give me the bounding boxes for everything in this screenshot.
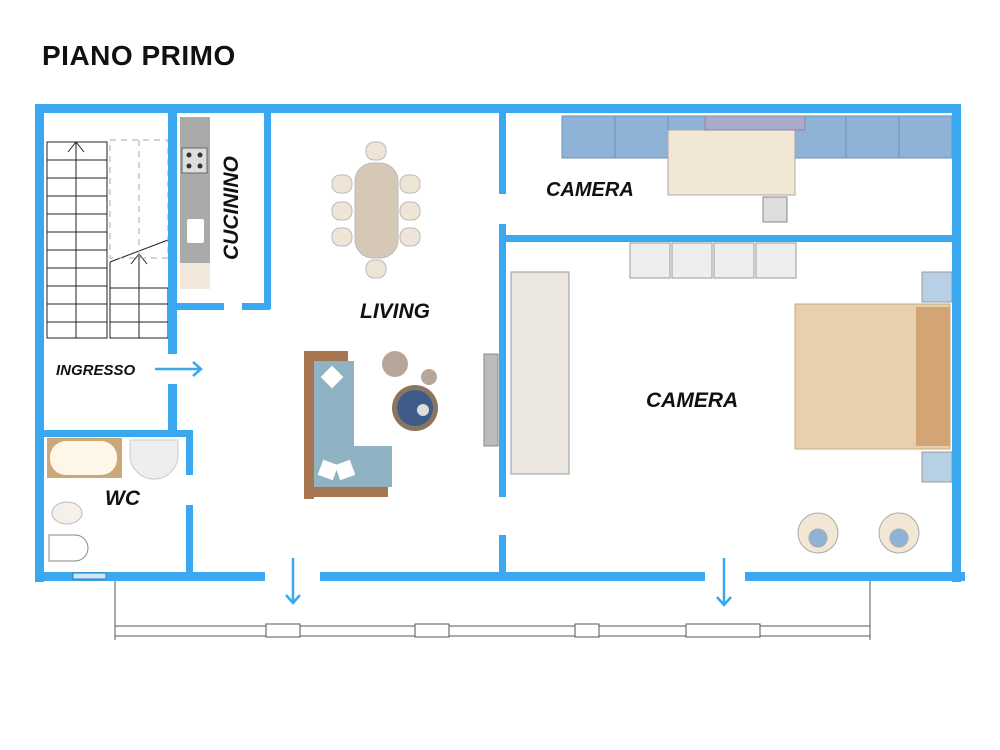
sink [129, 439, 179, 480]
sofa [304, 351, 392, 499]
walls [35, 104, 965, 582]
room-label-camera-large: CAMERA [646, 389, 739, 412]
armchairs [797, 512, 920, 554]
room-label-ingresso: INGRESSO [56, 362, 136, 379]
room-label-cucinino: CUCININO [220, 156, 243, 260]
door-arrows [155, 361, 732, 607]
wardrobe [510, 271, 570, 475]
staircase [46, 139, 169, 339]
balcony [114, 580, 871, 640]
double-bed [794, 271, 953, 483]
coffee-table [382, 351, 438, 431]
tv-unit [483, 353, 499, 447]
wardrobe-small [561, 115, 953, 223]
toilet [51, 501, 83, 525]
bathtub [47, 438, 122, 478]
kitchen-counter [180, 117, 210, 289]
room-label-wc: WC [105, 487, 140, 510]
window [72, 572, 107, 580]
room-label-camera-small: CAMERA [546, 179, 634, 201]
room-label-living: LIVING [360, 300, 431, 323]
page-title: PIANO PRIMO [42, 40, 236, 71]
dining-table [331, 141, 421, 279]
bidet [48, 534, 89, 562]
appliances [629, 242, 797, 279]
